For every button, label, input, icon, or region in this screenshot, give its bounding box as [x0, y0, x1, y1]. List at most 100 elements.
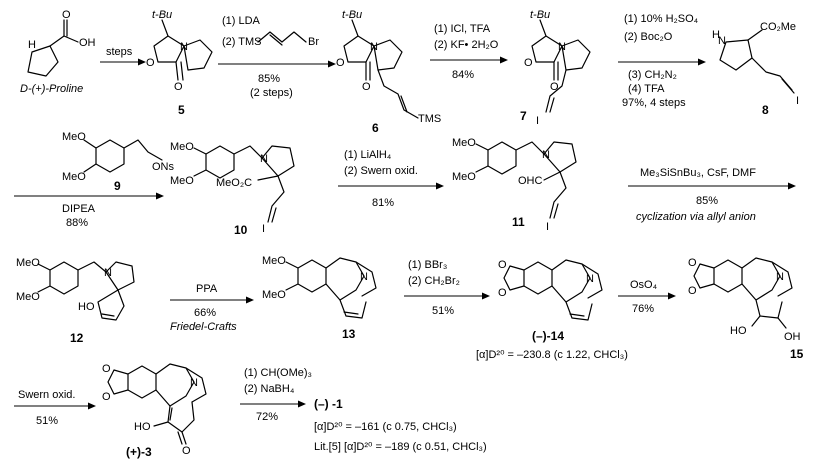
proline-nh: H [28, 39, 36, 51]
c11-n: N [542, 149, 550, 161]
c14-o1: O [498, 259, 507, 271]
c13-n: N [360, 271, 368, 283]
arrow-step2: (1) LDA (2) TMS Br 85% (2 steps) [218, 15, 336, 99]
c10-n: N [260, 153, 268, 165]
c13-ome1: MeO [262, 255, 286, 267]
c3-o3: O [182, 445, 191, 457]
c8-nh: H [712, 29, 720, 41]
c6-n: N [370, 41, 378, 53]
c5-tbu: t-Bu [152, 9, 172, 21]
c14-n: N [586, 273, 594, 285]
proline-carbonyl-o: O [62, 9, 71, 21]
step2-br: Br [308, 36, 319, 48]
proline-oh: OH [79, 37, 96, 49]
c6-o1: O [336, 57, 345, 69]
product-1: (–) -1 [α]D²⁰ = –161 (c 0.75, CHCl₃) Lit… [314, 397, 487, 453]
c11-ome2: MeO [452, 171, 476, 183]
step4-line4: (4) TFA [628, 83, 665, 95]
arrow-step9: (1) BBr₃ (2) CH₂Br₂ 51% [404, 259, 490, 317]
step12-line1: (1) CH(OMe)₃ [244, 367, 312, 379]
c7-o1: O [524, 57, 533, 69]
c12-n: N [104, 267, 112, 279]
structure-11: MeO MeO N OHC I 11 [452, 137, 577, 233]
step8-yield: 66% [194, 307, 216, 319]
arrow-steps: steps [100, 46, 146, 66]
step6-line2: (2) Swern oxid. [344, 165, 418, 177]
c15-o1: O [688, 257, 697, 269]
c6-number: 6 [372, 121, 379, 135]
structure-8: H N CO₂Me I 8 [712, 21, 799, 117]
step2-line1: (1) LDA [222, 15, 261, 27]
step4-yield: 97%, 4 steps [622, 97, 686, 109]
c1-number: (–) -1 [314, 397, 343, 411]
c15-oh1: HO [730, 325, 747, 337]
step10-yield: 76% [632, 303, 654, 315]
step12-yield: 72% [256, 411, 278, 423]
structure-proline: H O OH D-(+)-Proline [20, 9, 96, 95]
c12-ome2: MeO [16, 291, 40, 303]
step2-note: (2 steps) [250, 87, 293, 99]
arrow-step10: OsO₄ 76% [618, 279, 676, 315]
step4-line2: (2) Boc₂O [624, 31, 673, 43]
c3-ho: HO [134, 421, 151, 433]
c10-number: 10 [234, 223, 248, 237]
step8-line1: PPA [196, 283, 218, 295]
c15-oh2: OH [784, 331, 801, 343]
step3-line1: (1) ICl, TFA [434, 23, 491, 35]
step11-yield: 51% [36, 415, 58, 427]
c3-o2: O [102, 391, 111, 403]
step5-line1: DIPEA [62, 203, 96, 215]
c6-tms: TMS [418, 113, 441, 125]
step6-line1: (1) LiAlH₄ [344, 149, 392, 161]
step9-yield: 51% [432, 305, 454, 317]
step10-line1: OsO₄ [630, 279, 658, 291]
c9-ome2: MeO [62, 171, 86, 183]
step7-note: cyclization via allyl anion [636, 211, 756, 223]
c7-o2: O [550, 81, 559, 93]
c14-rotation: [α]D²⁰ = –230.8 (c 1.22, CHCl₃) [476, 349, 628, 361]
arrow-step6: (1) LiAlH₄ (2) Swern oxid. 81% [338, 149, 444, 209]
step9-line2: (2) CH₂Br₂ [408, 275, 460, 287]
proline-label: D-(+)-Proline [20, 83, 83, 95]
structure-13: MeO MeO N 13 [262, 255, 377, 341]
c9-ome1: MeO [62, 131, 86, 143]
arrow-step4: (1) 10% H₂SO₄ (2) Boc₂O (3) CH₂N₂ (4) TF… [618, 13, 706, 109]
c10-ome1: MeO [170, 141, 194, 153]
structure-9: MeO MeO ONs 9 [62, 131, 175, 193]
arrow-step11: Swern oxid. 51% [14, 389, 96, 427]
step12-line2: (2) NaBH₄ [244, 383, 295, 395]
structure-5: t-Bu N O O 5 [146, 9, 213, 117]
step7-yield: 85% [696, 195, 718, 207]
step1-label: steps [106, 46, 133, 58]
structure-7: t-Bu N O O I 7 [520, 9, 591, 127]
step3-line2: (2) KF• 2H₂O [434, 39, 499, 51]
c7-tbu: t-Bu [530, 9, 550, 21]
c8-i: I [796, 95, 799, 107]
structure-6: t-Bu N O O TMS 6 [336, 9, 441, 135]
c15-n: N [776, 271, 784, 283]
structure-10: MeO MeO N MeO₂C I 10 [170, 141, 295, 237]
step7-line1: Me₃SiSnBu₃, CsF, DMF [640, 167, 756, 179]
c12-number: 12 [70, 331, 84, 345]
c9-number: 9 [114, 179, 121, 193]
step11-line1: Swern oxid. [18, 389, 75, 401]
c7-number: 7 [520, 109, 527, 123]
c3-n: N [190, 377, 198, 389]
c8-n: N [718, 35, 726, 47]
step6-yield: 81% [372, 197, 394, 209]
structure-14: O O N (–)-14 [α]D²⁰ = –230.8 (c 1.22, CH… [476, 259, 628, 361]
c6-tbu: t-Bu [342, 9, 362, 21]
step9-line1: (1) BBr₃ [408, 259, 447, 271]
c3-o1: O [102, 363, 111, 375]
arrow-step5: DIPEA 88% [14, 192, 164, 229]
c12-ome1: MeO [16, 257, 40, 269]
c12-ho: HO [78, 301, 95, 313]
arrow-step7: Me₃SiSnBu₃, CsF, DMF 85% cyclization via… [628, 167, 796, 223]
c11-number: 11 [512, 215, 525, 229]
step2-line2: (2) TMS [222, 36, 262, 48]
c13-number: 13 [342, 327, 356, 341]
step4-line3: (3) CH₂N₂ [628, 69, 677, 81]
structure-15: O O N HO OH 15 [688, 257, 804, 361]
c8-number: 8 [762, 103, 769, 117]
